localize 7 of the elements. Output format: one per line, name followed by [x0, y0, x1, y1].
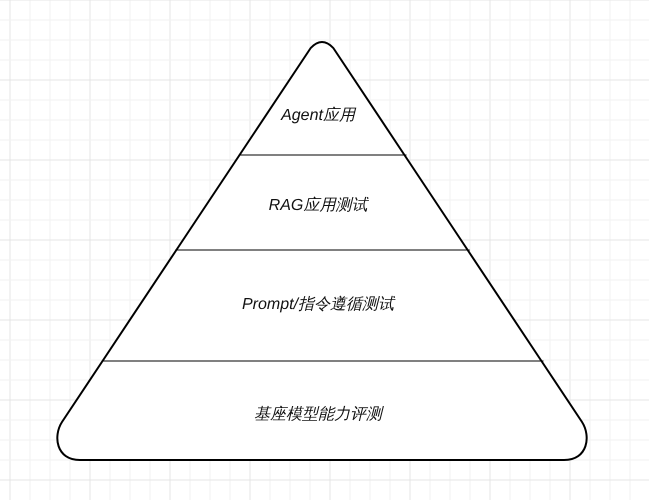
tier-label: RAG应用测试	[268, 196, 368, 216]
tier-label: Prompt/指令遵循测试	[242, 295, 394, 315]
tier-label: 基座模型能力评测	[254, 405, 382, 425]
pyramid-tier	[174, 154, 470, 251]
pyramid-tier	[100, 249, 544, 362]
tier-label: Agent应用	[281, 106, 355, 126]
pyramid-tier	[237, 40, 407, 156]
